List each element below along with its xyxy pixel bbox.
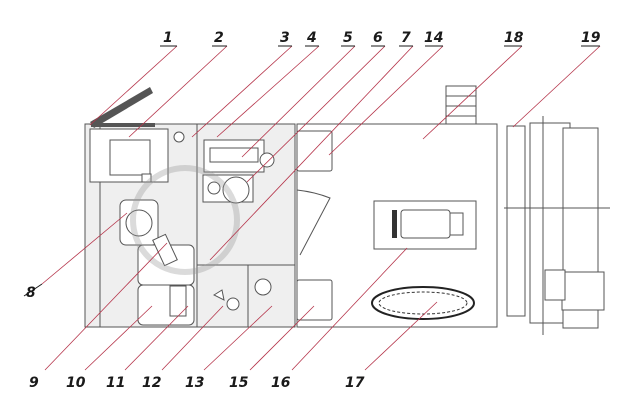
callout-12: 12 xyxy=(142,375,161,391)
callout-9: 9 xyxy=(29,375,39,391)
leader-lines xyxy=(41,45,601,371)
callout-16: 16 xyxy=(271,375,291,391)
callout-10: 10 xyxy=(66,375,86,391)
callout-2: 2 xyxy=(214,30,224,46)
door-panel xyxy=(90,87,155,128)
callout-6: 6 xyxy=(373,30,383,46)
crane-assembly xyxy=(504,116,610,335)
callout-labels: 1 2 3 4 5 6 7 14 18 19 8 9 10 11 12 13 1… xyxy=(26,30,601,391)
callout-17: 17 xyxy=(345,375,365,391)
electric-generator xyxy=(373,200,477,250)
callout-1: 1 xyxy=(163,30,173,46)
watermark-logo xyxy=(130,165,240,275)
spare-tire xyxy=(371,286,475,320)
heater-unit xyxy=(89,128,169,183)
callout-15: 15 xyxy=(229,375,249,391)
seats xyxy=(119,199,195,326)
callout-7: 7 xyxy=(401,30,411,46)
callout-13: 13 xyxy=(185,375,204,391)
callout-18: 18 xyxy=(504,30,524,46)
callout-5: 5 xyxy=(343,30,353,46)
callout-8: 8 xyxy=(26,285,36,301)
callout-11: 11 xyxy=(106,375,125,391)
tank-unit xyxy=(212,278,272,311)
callout-3: 3 xyxy=(280,30,290,46)
callout-underlines xyxy=(23,45,600,297)
ladder xyxy=(445,85,477,125)
callout-19: 19 xyxy=(581,30,601,46)
callout-14: 14 xyxy=(424,30,443,46)
callout-4: 4 xyxy=(306,30,317,46)
